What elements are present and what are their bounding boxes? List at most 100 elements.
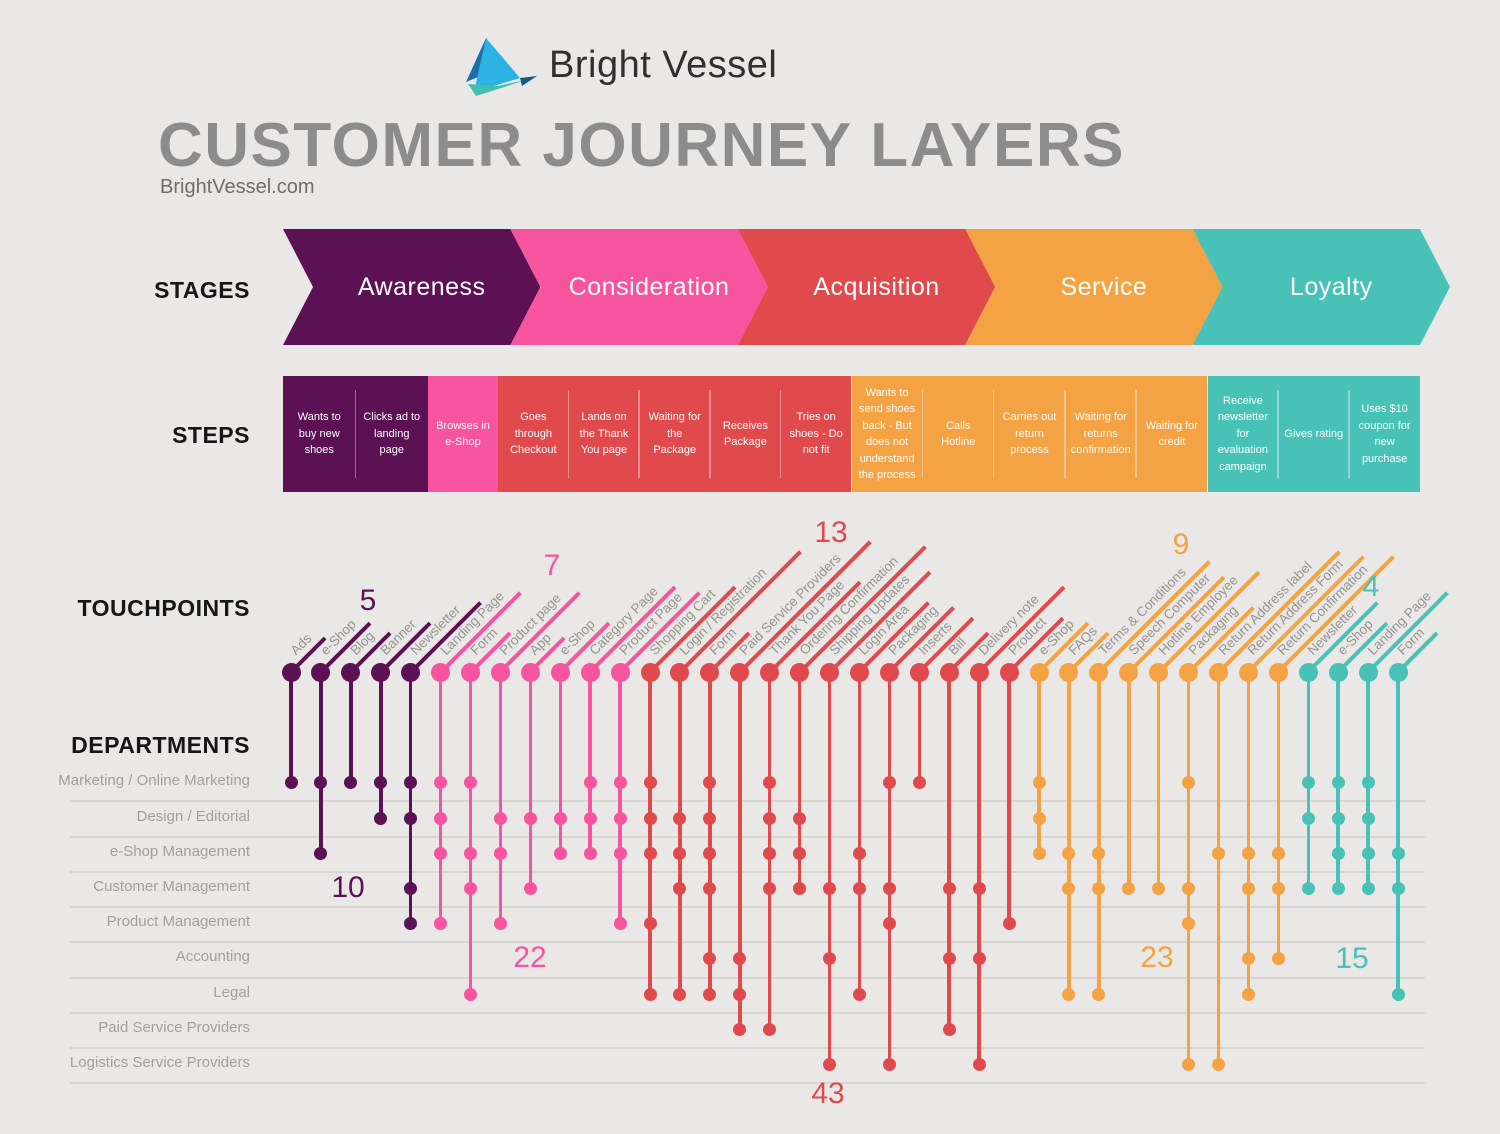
touchpoint-dot: [790, 662, 810, 682]
department-dot: [703, 811, 717, 825]
department-dot: [1361, 846, 1375, 860]
touchpoint-dot: [640, 662, 660, 682]
touchpoint-line: [1037, 672, 1041, 853]
department-dot: [1062, 846, 1076, 860]
department-dot: [852, 846, 866, 860]
department-dot: [464, 881, 478, 895]
touchpoint-line: [1007, 672, 1011, 923]
row-separator: [70, 1082, 1425, 1084]
department-dot: [1032, 775, 1046, 789]
department-dot: [583, 846, 597, 860]
department-dot: [643, 775, 657, 789]
step-cell: Receives Package: [709, 376, 781, 492]
department-dot: [942, 951, 956, 965]
department-label-legal: Legal: [213, 984, 250, 1001]
touchpoint-line: [618, 672, 622, 923]
department-dot: [523, 811, 537, 825]
touchpoint-dot: [431, 662, 451, 682]
department-dot: [763, 846, 777, 860]
department-dot-count-consideration: 22: [513, 941, 547, 974]
step-label: Calls Hotline: [941, 419, 976, 449]
step-cell: Clicks ad to landing page: [354, 376, 428, 492]
department-dot: [733, 951, 747, 965]
department-dot: [763, 775, 777, 789]
stage-arrow-service: Service: [965, 229, 1223, 345]
step-cell: Calls Hotline: [921, 376, 994, 492]
stage-arrow-acquisition: Acquisition: [737, 229, 996, 345]
touchpoint-dot: [1358, 662, 1378, 682]
department-dot: [613, 811, 627, 825]
step-label: Carries out return process: [1002, 411, 1057, 457]
department-dot: [823, 881, 837, 895]
row-separator: [70, 906, 1425, 908]
department-dot: [852, 987, 866, 1001]
stage-label: Loyalty: [1289, 272, 1373, 301]
department-dot: [404, 881, 418, 895]
department-dot: [643, 811, 657, 825]
touchpoint-dot: [820, 662, 840, 682]
touchpoint-line: [468, 672, 473, 994]
department-dot: [1241, 846, 1255, 860]
bright-vessel-logo-icon: [466, 38, 537, 96]
department-dot: [793, 881, 807, 895]
department-dot: [464, 775, 478, 789]
touchpoint-dot: [520, 662, 540, 682]
department-dot: [1331, 775, 1345, 789]
step-cell: Wants to send shoes back - But does not …: [851, 376, 923, 492]
department-dot: [1391, 881, 1405, 895]
touchpoint-dot: [939, 662, 959, 682]
department-dot: [1241, 881, 1255, 895]
touchpoint-dot: [909, 662, 929, 682]
touchpoint-dot: [371, 662, 391, 682]
touchpoint-line: [917, 672, 922, 782]
touchpoint-count-loyalty: 4: [1362, 570, 1380, 603]
department-dot: [882, 916, 896, 930]
step-label: Wants to send shoes back - But does not …: [858, 386, 916, 482]
touchpoint-dot: [1238, 662, 1258, 682]
touchpoint-dot: [1119, 662, 1139, 682]
touchpoint-dot: [1149, 662, 1169, 682]
touchpoint-line: [558, 672, 563, 853]
touchpoint-line: [827, 672, 832, 1064]
department-dot: [763, 811, 777, 825]
department-dot: [493, 846, 507, 860]
department-dot: [643, 987, 657, 1001]
department-dot: [852, 881, 866, 895]
touchpoint-dot: [1209, 662, 1229, 682]
touchpoint-line: [319, 672, 323, 853]
department-dot: [1271, 881, 1285, 895]
touchpoint-line: [648, 672, 652, 994]
department-dot: [1301, 881, 1315, 895]
department-dot: [703, 881, 717, 895]
department-dot: [434, 846, 448, 860]
department-dot: [882, 1057, 896, 1071]
row-separator: [70, 1047, 1425, 1049]
touchpoint-dot: [1089, 662, 1109, 682]
department-dot: [374, 811, 388, 825]
step-cell: Waiting for credit: [1135, 376, 1208, 492]
department-dot: [613, 775, 627, 789]
touchpoint-dot: [700, 662, 720, 682]
step-cell: Waiting for the Package: [638, 376, 711, 492]
touchpoint-dot: [879, 662, 899, 682]
step-cell: Receive newsletter for evaluation campai…: [1207, 376, 1279, 492]
department-label-accounting: Accounting: [175, 948, 250, 965]
department-dot: [404, 811, 418, 825]
touchpoint-line: [797, 672, 802, 888]
department-dot: [1361, 811, 1375, 825]
step-cell: Gives rating: [1277, 376, 1350, 492]
department-dot: [314, 846, 328, 860]
stage-arrow-awareness: Awareness: [283, 229, 541, 345]
department-dot: [1212, 1057, 1226, 1071]
touchpoint-dot: [1388, 662, 1408, 682]
touchpoint-dot: [1328, 662, 1348, 682]
department-dot: [673, 881, 687, 895]
department-dot: [553, 811, 567, 825]
section-label-touchpoints: TOUCHPOINTS: [77, 595, 250, 621]
section-label-stages: STAGES: [154, 277, 250, 303]
department-dot: [374, 775, 388, 789]
department-dot: [404, 775, 418, 789]
department-label-product-management: Product Management: [106, 913, 250, 930]
department-dot: [284, 775, 298, 789]
touchpoint-line: [408, 672, 413, 923]
